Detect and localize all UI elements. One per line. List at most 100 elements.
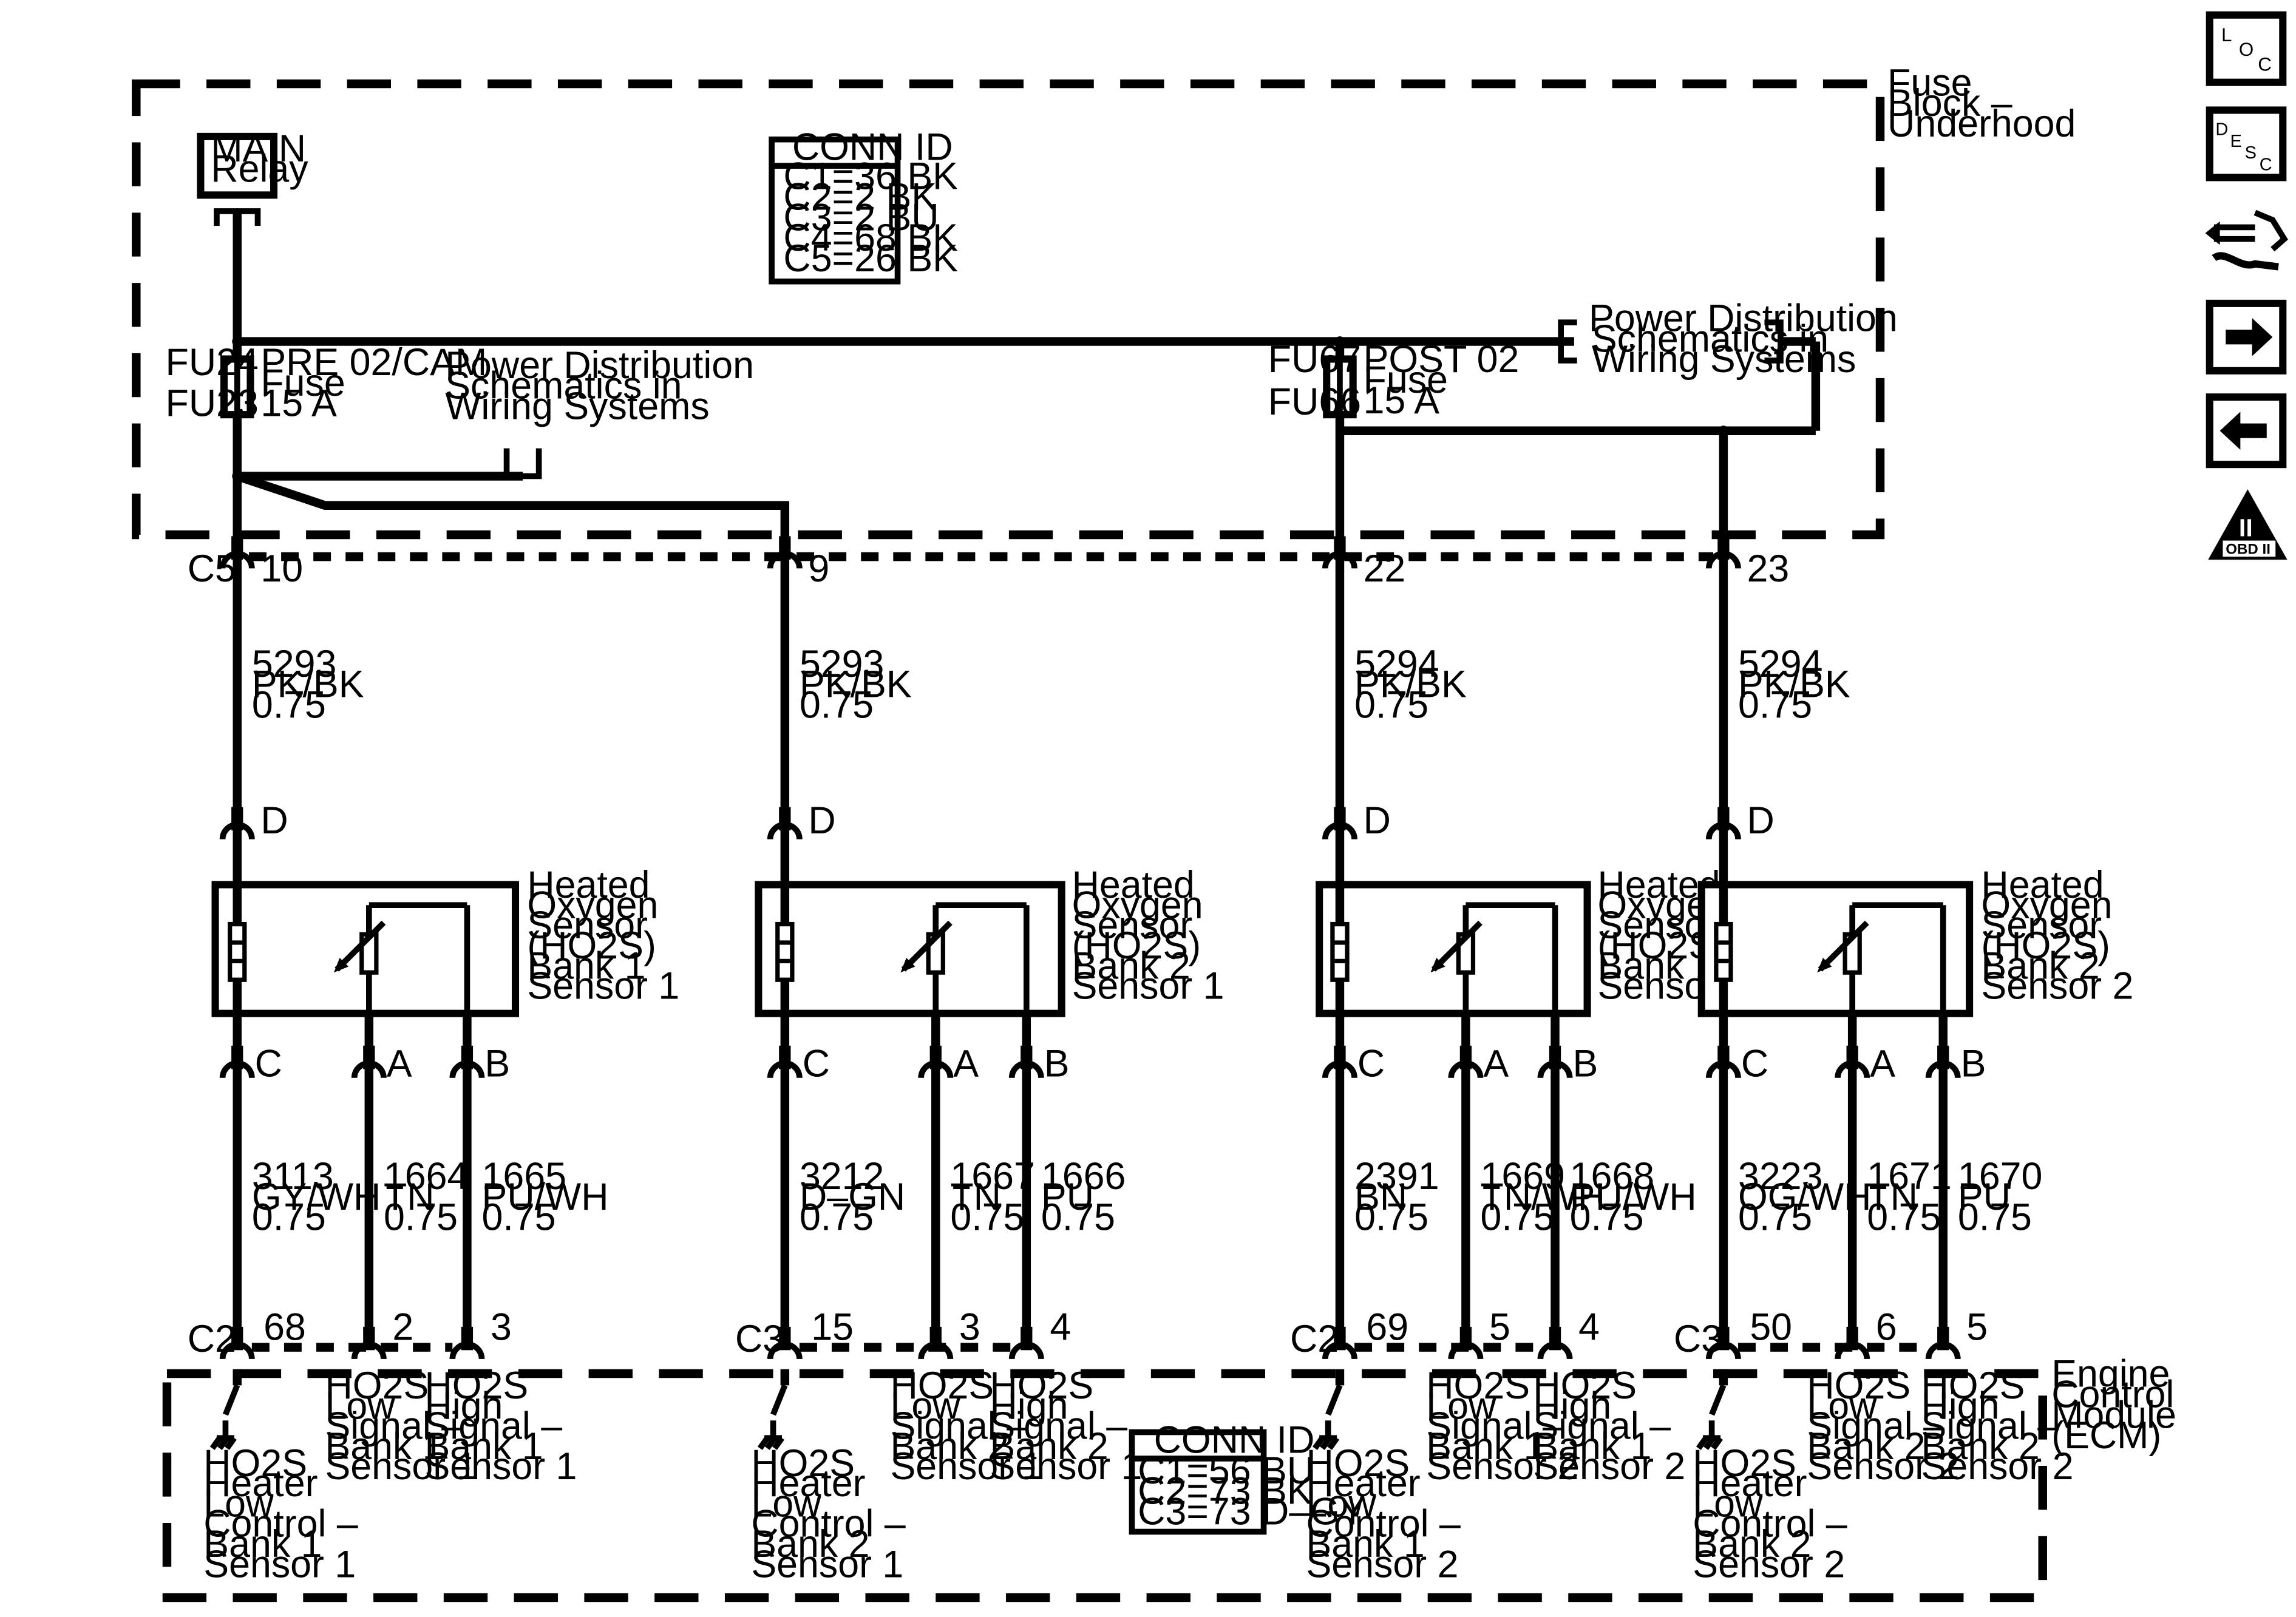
c5-pin-9 [767, 536, 803, 569]
wire-gauge: 0.75 [1481, 1196, 1555, 1239]
ecm-pin-label-line: Bank 2 [1807, 1425, 1925, 1468]
ecm-pin [1008, 1326, 1044, 1360]
wire-gauge: 0.75 [482, 1196, 556, 1239]
ground-symbol [1313, 1435, 1340, 1450]
sensor-label-line: Sensor [1981, 904, 2102, 947]
ecm-pin-label-line: Sensor 2 [1533, 1445, 1685, 1488]
ecm-conn-id-line-3: C3=73 D–GY [1138, 1490, 1365, 1533]
wire-gauge: 0.75 [1958, 1196, 2032, 1239]
ecm-pin-label-line: Signal – [1807, 1405, 1944, 1448]
ecm-pin-number: 15 [811, 1306, 854, 1349]
wire-gauge: 0.75 [1354, 683, 1428, 726]
ecm-pin-label-line: Bank 1 [1533, 1425, 1651, 1468]
wire-circuit-number: 3212 [800, 1155, 885, 1198]
ecm-connector-label: C2 [1290, 1318, 1339, 1360]
sensor-pin-label: C [1741, 1042, 1768, 1085]
ecm-pin-number: 3 [491, 1306, 512, 1349]
ecm-pin [449, 1326, 485, 1360]
arrow-right-icon [2226, 317, 2273, 356]
sensor-pin-label: B [1572, 1042, 1598, 1085]
fuse-block-border [132, 79, 1885, 540]
wire-circuit-number: 1666 [1041, 1155, 1126, 1198]
wire-circuit-number: 1671 [1867, 1155, 1951, 1198]
wire-circuit-number: 5293 [800, 643, 885, 685]
connector-c5: C5 [188, 547, 1714, 590]
fuse-block-title-2: Block – [1887, 82, 2012, 124]
sensor-label-line: Heated [527, 864, 650, 906]
ecm-pin-label-line: Sensor 1 [751, 1543, 903, 1585]
sensor-pin-signal_high [1008, 1045, 1044, 1079]
fuse-1-label-2: Fuse [260, 362, 345, 404]
ecm-pin-label-line: Sensor 2 [1693, 1543, 1845, 1585]
fuse-conn-id-line-1: C1=36 BK [783, 155, 958, 198]
fuse-conn-id-line-5: C5=26 BK [783, 237, 958, 280]
ecm-pin-label-line: HO2S [1306, 1442, 1410, 1485]
ecm-pin-number: 5 [1966, 1306, 1988, 1349]
ecm-pin-number: 6 [1876, 1306, 1897, 1349]
heater-element [775, 921, 795, 982]
ecm-pin-label-line: Low [890, 1385, 960, 1427]
pd-ref-1-line-1: Power Distribution [445, 344, 754, 387]
ecm-pin-label-line: Signal – [1533, 1405, 1671, 1448]
wire-gauge: 0.75 [1041, 1196, 1115, 1239]
sensor-pin-label: A [1870, 1042, 1895, 1085]
sensor-pin-heater [1705, 1045, 1741, 1079]
wire-color: PK/BK [252, 663, 364, 706]
desc-button[interactable]: D E S C [2206, 106, 2287, 181]
ecm-title-3: Module [2051, 1394, 2176, 1436]
desc-letter-3: S [2245, 143, 2257, 163]
main-relay: MAIN Relay [197, 127, 308, 226]
connector-view-button[interactable] [2205, 209, 2288, 271]
sensor-pin-signal_high [1925, 1045, 1961, 1079]
wire-color: TN/WH [1481, 1176, 1605, 1218]
ground-symbol [757, 1435, 784, 1450]
ecm-pin-label-line: Low [1306, 1482, 1376, 1525]
ecm-pin-label-line: Signal – [1426, 1405, 1564, 1448]
ecm-pin-label-line: Low [325, 1385, 395, 1427]
sensor-pin-label: B [484, 1042, 510, 1085]
sensor-pin-heater [767, 1045, 803, 1079]
ecm-pin [1925, 1326, 1961, 1360]
ecm-pin-label-line: Control – [751, 1503, 906, 1545]
wire-circuit-number: 3223 [1738, 1155, 1823, 1198]
ecm-pin-label-line: Bank 2 [890, 1425, 1008, 1468]
power-distribution-ref-2: Power Distribution Schematics in Wiring … [1558, 297, 1898, 381]
main-relay-label-1: MAIN [211, 127, 306, 170]
sensor-label-line: Bank 1 [1597, 944, 1716, 987]
c5-pin-number: 22 [1364, 547, 1406, 590]
loc-button[interactable]: L O C [2206, 11, 2287, 86]
sensor-pin-label: A [387, 1042, 412, 1085]
ecm-pin [351, 1326, 387, 1360]
wire-color: TN [384, 1176, 435, 1218]
heater-element [1330, 921, 1350, 982]
ecm-pin [1322, 1326, 1357, 1360]
fuse-2-label-3: 15 A [1364, 379, 1440, 422]
fuse-block-conn-id: CONN ID C1=36 BK C2=2 BK C3=2 BU C4=68 B… [769, 126, 958, 285]
sensor-pin-label: D [1364, 799, 1391, 842]
fuse-block-underhood: Fuse Block – Underhood MAIN Relay CONN I… [132, 61, 2076, 557]
ecm-pin-label-line: High [1921, 1385, 2000, 1427]
obd-ii-button[interactable]: II OBD II [2208, 489, 2288, 560]
ground-symbol [1696, 1435, 1724, 1450]
ecm-pin-label-line: Signal – [1921, 1405, 2059, 1448]
c5-pin-number: 9 [808, 547, 829, 590]
fuse-block-title-1: Fuse [1887, 61, 1972, 104]
ecm-pin-label-line: Signal – [990, 1405, 1128, 1448]
wire-color: PK/BK [1354, 663, 1467, 706]
ecm-pin-label-line: HO2S [751, 1442, 855, 1485]
prev-page-button[interactable] [2206, 393, 2287, 469]
next-page-button[interactable] [2206, 299, 2287, 375]
sensor-label-line: (HO2S) [1072, 924, 1201, 967]
obd-label: OBD II [2226, 541, 2271, 557]
wire-circuit-number: 1667 [950, 1155, 1035, 1198]
ecm-pin-number: 2 [392, 1306, 413, 1349]
ecm-title-2: Control [2051, 1374, 2174, 1416]
sensor-label-line: Sensor 2 [1981, 965, 2133, 1008]
ecm-pin-label-line: HO2S [1693, 1442, 1796, 1485]
ecm-pin-label-line: Heater [1306, 1462, 1420, 1505]
sensor-pin-label: B [1961, 1042, 1986, 1085]
